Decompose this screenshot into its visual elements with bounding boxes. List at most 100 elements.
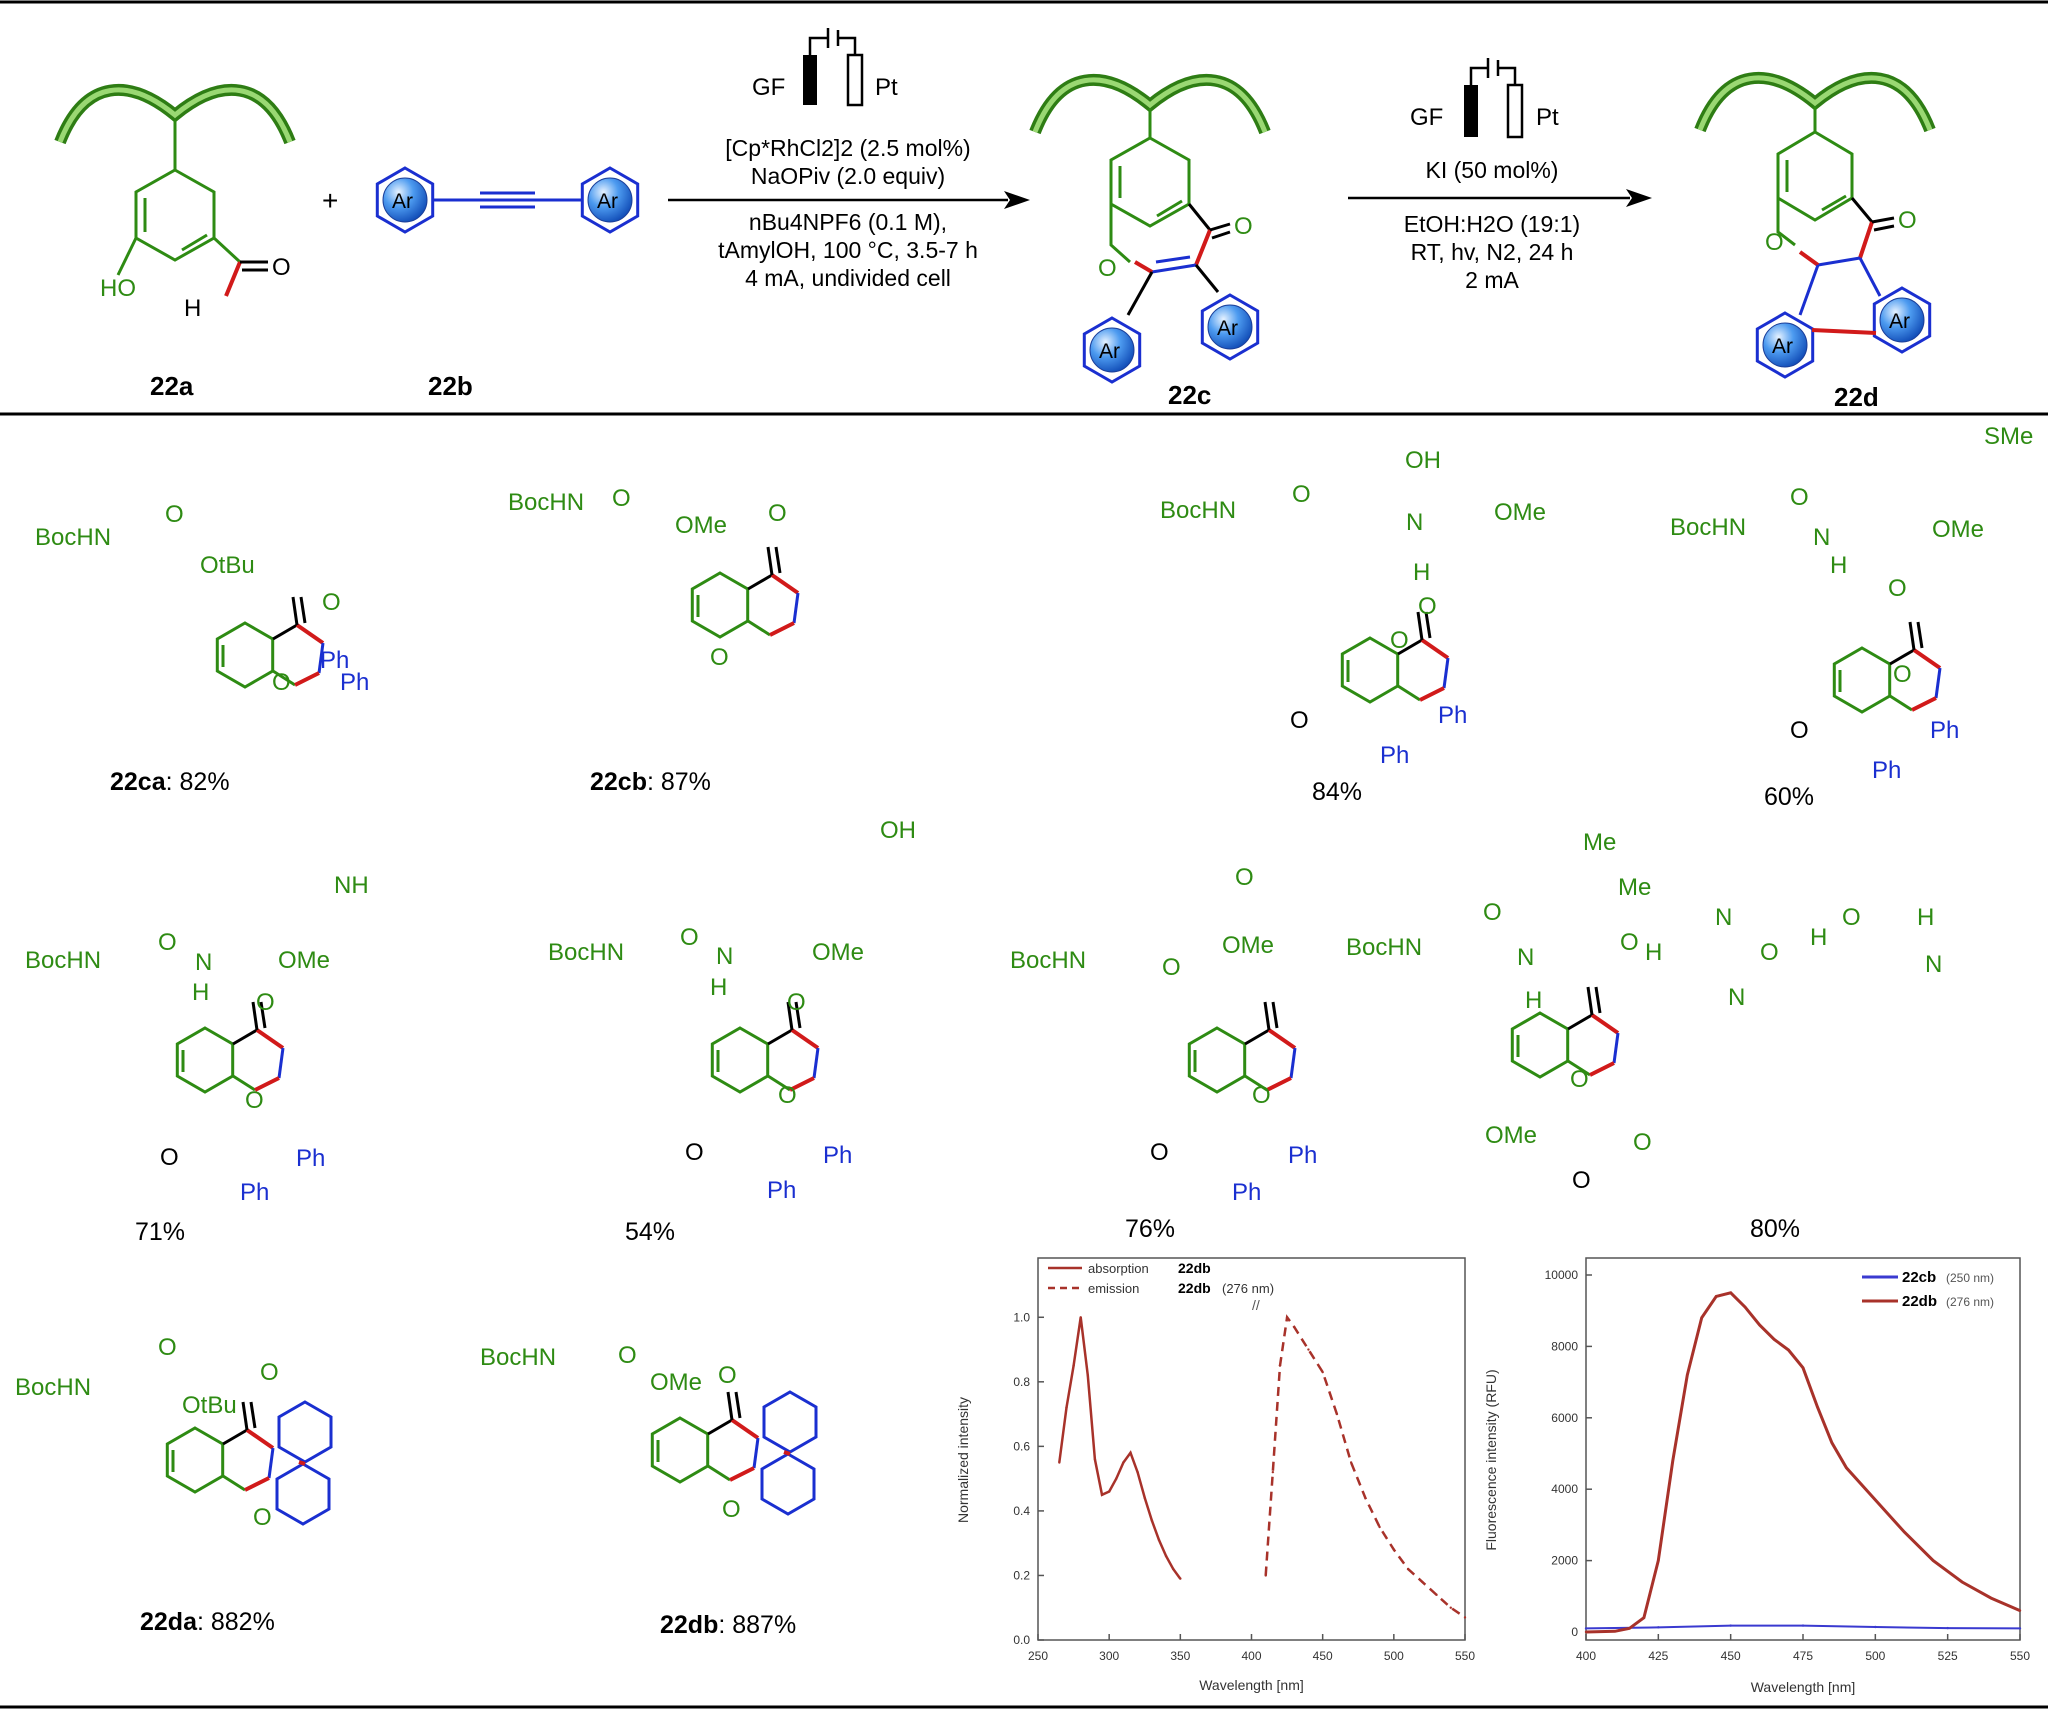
atom-label: H (1413, 559, 1430, 586)
atom-label: O (322, 589, 341, 616)
legend-label: absorption (1088, 1261, 1149, 1276)
atom-label: O (253, 1504, 272, 1531)
legend-label: emission (1088, 1281, 1139, 1296)
legend-compound: 22db (1178, 1260, 1211, 1276)
atom-label: BocHN (508, 489, 584, 516)
compound-id-22c: 22c (1168, 380, 1211, 410)
atom-label: OH (880, 817, 916, 844)
legend-label: 22db (1902, 1293, 1937, 1310)
new-bond (254, 1076, 280, 1092)
x-tick-label: 550 (2010, 1649, 2030, 1663)
atom-label: Ph (1288, 1142, 1317, 1169)
step2-conditions: GF Pt KI (50 mol%) EtOH:H2O (19:1) RT, h… (1348, 58, 1652, 293)
data-point (1136, 1470, 1139, 1474)
atom-label: OMe (812, 939, 864, 966)
data-point (2018, 1609, 2022, 1612)
atom-label: O (1162, 954, 1181, 981)
bond (707, 1464, 731, 1482)
x-tick-label: 475 (1793, 1649, 1813, 1663)
bond (291, 596, 299, 626)
ar-label: Ar (597, 190, 618, 213)
data-point (1729, 1291, 1732, 1295)
data-point (1100, 1493, 1104, 1496)
atom-label: N (1517, 944, 1534, 971)
data-point (1816, 1405, 1819, 1409)
o-label: O (1234, 213, 1253, 240)
condition-line: EtOH:H2O (19:1) (1404, 211, 1580, 237)
bond (241, 1401, 249, 1431)
new-bond (783, 1450, 791, 1456)
bond (267, 1447, 275, 1479)
data-point (1801, 1624, 1805, 1627)
y-tick-label: 0 (1571, 1625, 1578, 1639)
atom-label: O (710, 644, 729, 671)
x-tick-label: 525 (1938, 1649, 1958, 1663)
new-bond (255, 1028, 285, 1050)
data-point (1079, 1316, 1082, 1319)
x-tick-label: 300 (1099, 1649, 1119, 1663)
yield-value: 60% (1764, 783, 1814, 811)
atom-label: O (778, 1082, 797, 1109)
atom-label: SMe (1984, 423, 2033, 450)
atom-label: O (272, 669, 291, 696)
benzo-ring (215, 621, 275, 689)
bond (1889, 694, 1913, 712)
ar-label: Ar (392, 190, 413, 213)
atom-label: OMe (1222, 932, 1274, 959)
y-tick-label: 2000 (1551, 1554, 1578, 1568)
compound-id-22d: 22d (1834, 382, 1879, 412)
data-point (1671, 1459, 1675, 1462)
benzo-ring (710, 1026, 770, 1094)
atom-label: BocHN (25, 947, 101, 974)
new-bond (1911, 696, 1937, 712)
y-tick-label: 0.4 (1013, 1504, 1030, 1518)
product-22d: O O Ar Ar 22d (1700, 78, 1930, 412)
y-tick-label: 0.2 (1013, 1568, 1030, 1582)
y-tick-label: 0.0 (1013, 1633, 1030, 1647)
bond (767, 1028, 793, 1046)
atom-label: O (1842, 904, 1861, 931)
anode-label: GF (1410, 104, 1443, 131)
condition-line: 4 mA, undivided cell (745, 265, 951, 291)
yield-value: : 887% (718, 1611, 796, 1639)
data-point (1435, 1593, 1438, 1597)
atom-label: NH (334, 872, 369, 899)
y-tick-label: 1.0 (1013, 1310, 1030, 1324)
plot-frame (1585, 1257, 2021, 1641)
ho-label: HO (100, 275, 136, 302)
atom-label: O (1790, 484, 1809, 511)
atom-label: Ph (240, 1179, 269, 1206)
bond (707, 1418, 733, 1436)
y-tick-label: 0.6 (1013, 1439, 1030, 1453)
legend-note: (276 nm) (1222, 1281, 1274, 1296)
atom-label: Ph (296, 1145, 325, 1172)
aryl-ring (277, 1400, 333, 1464)
x-tick-label: 350 (1170, 1649, 1190, 1663)
new-bond (729, 1466, 755, 1482)
atom-label: O (1390, 627, 1409, 654)
atom-label: O (1893, 661, 1912, 688)
atom-label: O (1235, 864, 1254, 891)
bond (1263, 1001, 1271, 1031)
atom-label: OMe (650, 1369, 702, 1396)
battery-icon (1469, 58, 1517, 85)
data-point (1700, 1316, 1703, 1320)
atom-label: Ph (823, 1142, 852, 1169)
legend-note: (250 nm) (1946, 1271, 1994, 1285)
atom-label: Ph (340, 669, 369, 696)
atom-label: Ph (1232, 1179, 1261, 1206)
y-axis-label: Fluorescence intensity (RFU) (1483, 1369, 1499, 1550)
data-point (1143, 1496, 1146, 1500)
benzo-ring (690, 571, 750, 639)
atom-label: Me (1583, 829, 1616, 856)
bond (222, 1474, 246, 1492)
axis-break: // (1252, 1297, 1260, 1313)
data-point (1278, 1364, 1282, 1367)
bond (752, 1437, 760, 1469)
data-point (1271, 1470, 1275, 1474)
step1-conditions: GF Pt [Cp*RhCl2]2 (2.5 mol%) NaOPiv (2.0… (668, 28, 1030, 291)
